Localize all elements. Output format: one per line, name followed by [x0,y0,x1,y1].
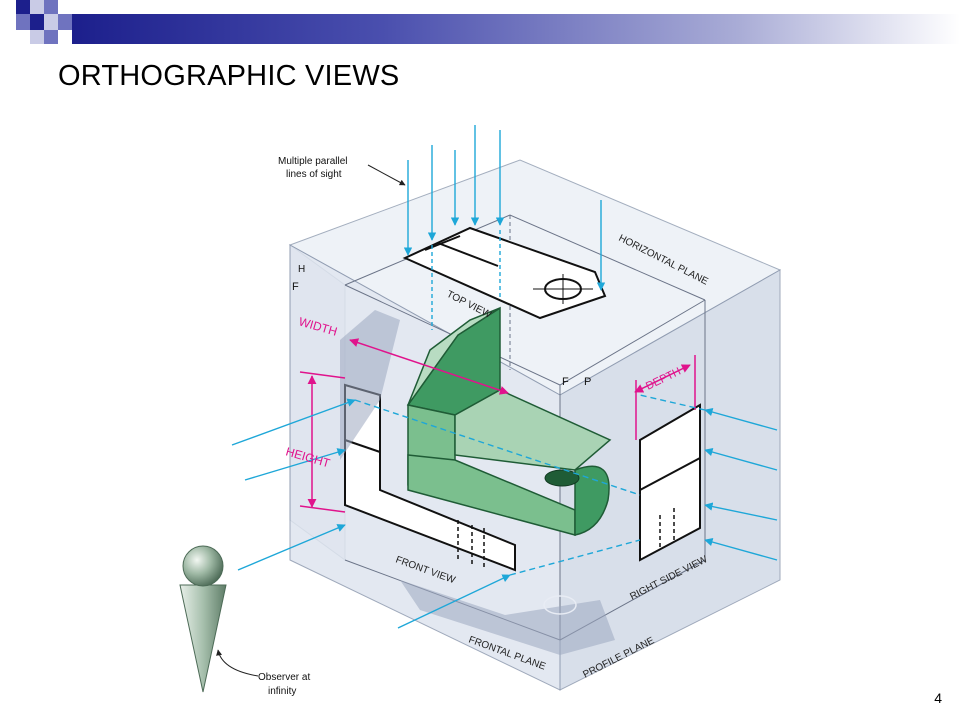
sight-line-side [704,447,778,471]
p-label: P [584,376,591,388]
width-dimension [349,338,509,395]
observer-icon [179,545,227,693]
observer-callout-pointer [216,649,259,677]
header-square [44,14,58,30]
header-square [30,0,44,14]
object-hole [544,469,580,487]
observer-head [182,545,224,587]
header-square [16,14,30,30]
dimension-lines [299,338,696,513]
slide-title: ORTHOGRAPHIC VIEWS [58,60,400,92]
sight-line-front [231,398,356,446]
sight-line-front [509,539,641,576]
header-square [44,30,58,44]
header-square [44,0,58,14]
right-side-view-projection [639,403,701,562]
sight-line-front [237,524,346,571]
observer-label-line1: Observer at [258,672,310,683]
lines-of-sight [231,125,778,629]
header-square [16,0,30,14]
top-view-line [437,242,499,267]
dimension-extension [299,505,346,513]
sight-callout-label-line2: lines of sight [286,169,342,180]
f-label-right: F [562,376,569,388]
slide-number: 4 [934,690,942,706]
header-square [58,14,72,30]
observer-cone [179,584,227,693]
h-label: H [298,264,305,275]
right-side-view-line [639,457,701,491]
depth-dimension [634,364,691,393]
sight-line-front [397,574,511,629]
sight-callout-label-line1: Multiple parallel [278,156,347,167]
bottom-projection-hole [543,595,577,615]
object-face [574,465,610,536]
sight-line-front [354,399,641,496]
f-label-left: F [292,281,299,293]
orthographic-projection-diagram: Multiple parallel lines of sight H F HOR… [179,125,782,697]
top-view-line [424,235,461,251]
sight-line-front [244,448,346,481]
bottom-projection-shadow [400,580,615,655]
header-gradient-bar [72,14,960,44]
header-square [30,30,44,44]
dimension-extension [299,371,346,379]
sight-line-side [704,407,778,431]
right-side-view-outline [639,403,701,562]
observer-label-line2: infinity [268,686,296,697]
sight-callout-pointer [367,164,406,186]
header-square [30,14,44,30]
sight-line-side [639,394,706,411]
header-decoration [0,0,960,60]
sight-line-side [704,537,778,561]
sight-line-side [704,502,778,521]
